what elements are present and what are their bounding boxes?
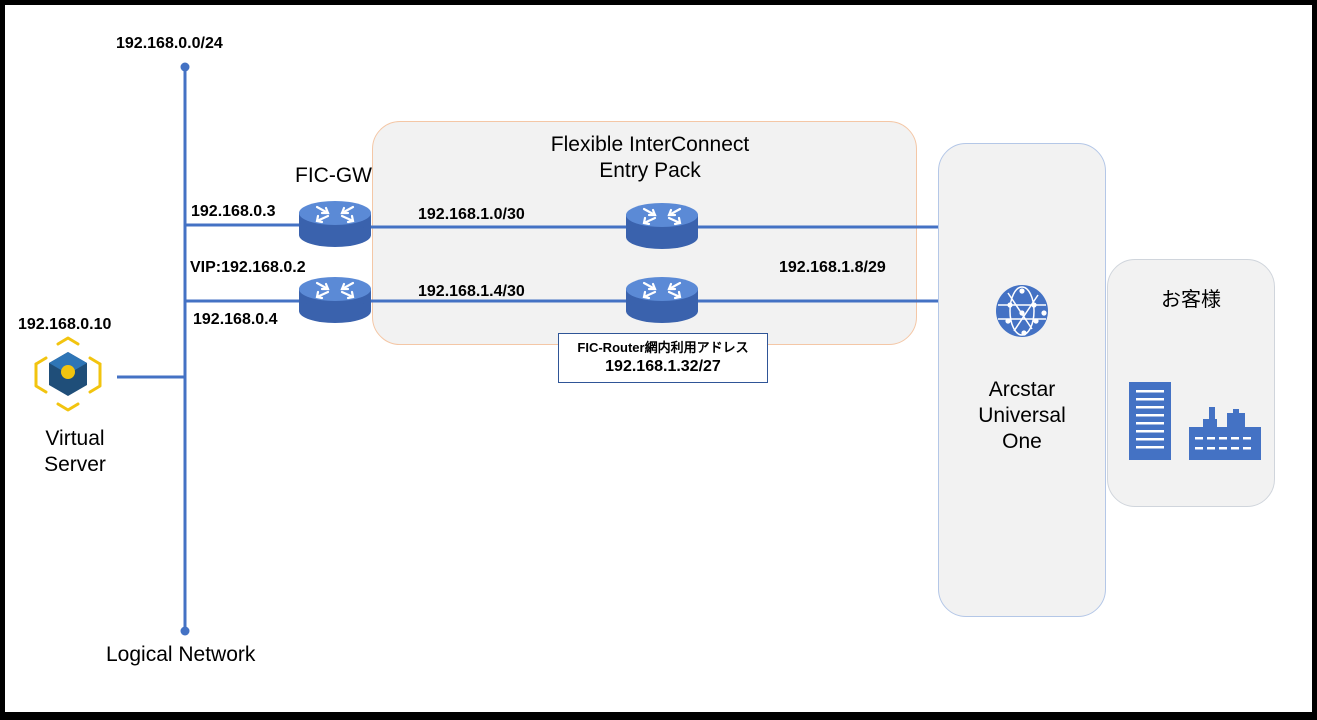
logical-network-bottom-dot: [180, 626, 190, 636]
arcstar-title-line1: Arcstar: [988, 378, 1056, 401]
arcstar-title-line2: Universal: [978, 404, 1066, 427]
arcstar-universal-one-area: [938, 143, 1106, 617]
vip-label: VIP:192.168.0.2: [190, 259, 306, 276]
fic-gw-label: FIC-GW: [295, 164, 372, 187]
network-lines: [34, 62, 1261, 636]
arcstar-title: Arcstar Universal One: [938, 377, 1106, 455]
router-icon: [626, 203, 698, 249]
fic-title-line1: Flexible InterConnect: [550, 133, 750, 156]
fic-gw-upper-ip: 192.168.0.3: [191, 203, 276, 220]
factory-icon: [1189, 407, 1261, 460]
arcstar-title-line3: One: [1002, 430, 1042, 453]
fic-router-range: 192.168.1.32/27: [605, 358, 721, 375]
virtual-server-line2: Server: [44, 453, 106, 476]
router-icon: [299, 201, 371, 247]
fic-title-line2: Entry Pack: [599, 159, 701, 182]
link-upper-subnet: 192.168.1.0/30: [418, 206, 525, 223]
fic-title: Flexible InterConnect Entry Pack: [535, 132, 765, 184]
virtual-server-line1: Virtual: [45, 427, 105, 450]
link-lower-subnet: 192.168.1.4/30: [418, 283, 525, 300]
customer-label: お客様: [1161, 289, 1221, 311]
router-icon: [299, 277, 371, 323]
virtual-server-ip: 192.168.0.10: [18, 316, 112, 333]
router-icon: [626, 277, 698, 323]
diagram-canvas: 192.168.0.0/24 FIC-GW Flexible InterConn…: [5, 5, 1312, 712]
arcstar-link-subnet: 192.168.1.8/29: [779, 259, 886, 276]
globe-icon: [996, 285, 1048, 337]
virtual-server-label: Virtual Server: [15, 426, 135, 478]
office-building-icon: [1129, 382, 1171, 460]
fic-router-caption: FIC-Router網内利用アドレス: [577, 340, 749, 355]
logical-network-label: Logical Network: [106, 643, 256, 666]
virtual-server-icon: [34, 336, 102, 412]
logical-subnet-label: 192.168.0.0/24: [116, 35, 223, 52]
fic-gw-lower-ip: 192.168.0.4: [193, 311, 278, 328]
logical-network-top-dot: [180, 62, 190, 72]
fic-router-address-box: FIC-Router網内利用アドレス 192.168.1.32/27: [558, 333, 768, 383]
